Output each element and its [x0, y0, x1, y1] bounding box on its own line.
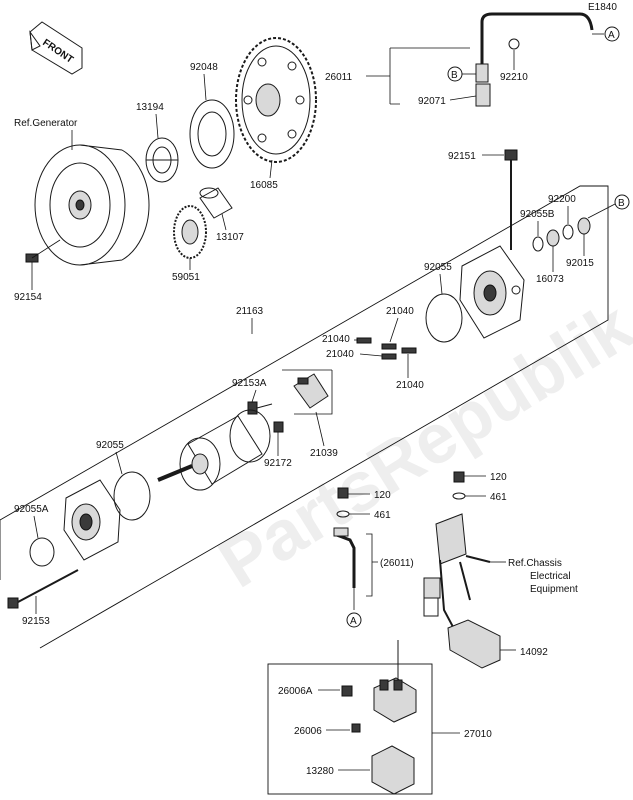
plate-92048 [189, 99, 235, 169]
assembly-frame-21163 [0, 185, 609, 649]
starter-cable-26011 [475, 12, 594, 107]
bolt-92153 [7, 569, 79, 609]
label-21040-d: 21040 [396, 380, 424, 391]
relay-assembly-frame-27010 [267, 663, 433, 795]
label-92055-front: 92055 [96, 440, 124, 451]
label-92172: 92172 [264, 458, 292, 469]
starter-gear-16085 [235, 37, 317, 163]
label-26011-lower: (26011) [380, 558, 414, 569]
label-92151: 92151 [448, 151, 476, 162]
starter-front-cover [63, 479, 121, 561]
label-92055b: 92055B [520, 209, 555, 220]
label-26006a: 26006A [278, 686, 313, 697]
label-13280: 13280 [306, 766, 334, 777]
label-26006: 26006 [294, 726, 322, 737]
starter-relay [373, 640, 417, 723]
label-13194: 13194 [136, 102, 164, 113]
label-92048: 92048 [190, 62, 218, 73]
generator-rotor [34, 144, 150, 266]
label-21040-b: 21040 [322, 334, 350, 345]
connector-a-lower: A [346, 612, 362, 628]
oring-92055-front [113, 471, 151, 521]
front-label: FRONT [40, 37, 75, 65]
label-13107: 13107 [216, 232, 244, 243]
label-14092: 14092 [520, 647, 548, 658]
washer-92055b [532, 236, 544, 252]
label-92153: 92153 [22, 616, 50, 627]
stud-92151 [504, 149, 518, 250]
oring-92055a [29, 537, 55, 567]
starter-yoke [157, 409, 271, 491]
idle-gear-59051 [173, 205, 207, 259]
svg-text:A: A [608, 30, 615, 41]
relay-case-13280 [371, 745, 415, 795]
oneway-clutch-13194 [145, 137, 179, 183]
label-92153a: 92153A [232, 378, 267, 389]
diagram-code: E1840 [588, 2, 617, 13]
fuse-26006a [341, 685, 353, 697]
brush-21040-set [356, 337, 417, 360]
ref-chassis-line1: Ref.Chassis [508, 558, 562, 569]
label-21039: 21039 [310, 448, 338, 459]
starter-rear-housing [459, 245, 525, 339]
nut-92015 [577, 217, 591, 235]
washer-461-right [452, 492, 466, 500]
label-92015: 92015 [566, 258, 594, 269]
label-92200: 92200 [548, 194, 576, 205]
bolt-92154 [25, 239, 61, 263]
chassis-harness [423, 513, 491, 641]
relay-cover-14092 [447, 619, 501, 669]
brush-holder-21039 [293, 373, 329, 409]
label-92210: 92210 [500, 72, 528, 83]
oring-92055-rear [425, 293, 463, 343]
label-92055a: 92055A [14, 504, 49, 515]
label-16073: 16073 [536, 274, 564, 285]
ref-chassis-line3: Equipment [530, 584, 578, 595]
ref-chassis-line2: Electrical [530, 571, 571, 582]
label-92071: 92071 [418, 96, 446, 107]
label-120-left: 120 [374, 490, 391, 501]
connector-b-cable: B [447, 66, 476, 82]
shaft-13107 [199, 187, 233, 219]
label-120-right: 120 [490, 472, 507, 483]
label-16085: 16085 [250, 180, 278, 191]
front-arrow-icon: FRONT [29, 21, 83, 75]
fuse-26006 [351, 723, 361, 733]
label-59051: 59051 [172, 272, 200, 283]
svg-text:A: A [350, 616, 357, 627]
connector-a-top: A [592, 26, 620, 42]
bolt-120-left [337, 487, 349, 499]
label-26011: 26011 [325, 72, 353, 83]
connector-b-housing: B [587, 194, 630, 219]
bolt-120-right [453, 471, 465, 483]
watermark: PartsRepublik [205, 287, 633, 603]
screw-92153a [247, 401, 273, 415]
ref-generator-label: Ref.Generator [14, 118, 78, 129]
nut-16073 [546, 229, 560, 247]
label-21163: 21163 [236, 306, 264, 317]
starter-cable-lower [333, 527, 356, 610]
label-21040-a: 21040 [386, 306, 414, 317]
label-27010: 27010 [464, 729, 492, 740]
label-461-right: 461 [490, 492, 507, 503]
label-461-left: 461 [374, 510, 391, 521]
svg-text:B: B [618, 198, 625, 209]
label-21040-c: 21040 [326, 349, 354, 360]
screw-92172 [273, 421, 284, 433]
washer-92200 [562, 224, 574, 240]
svg-text:B: B [451, 70, 458, 81]
label-92154: 92154 [14, 292, 42, 303]
